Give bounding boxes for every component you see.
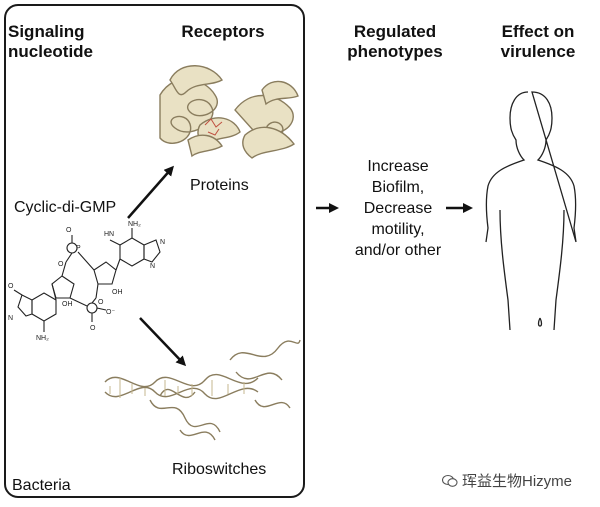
svg-text:P: P	[76, 245, 81, 252]
wechat-icon	[442, 474, 458, 487]
svg-text:O⁻: O⁻	[106, 309, 115, 316]
svg-text:N: N	[160, 239, 165, 246]
label-cyclic-di-gmp: Cyclic-di-GMP	[14, 199, 117, 216]
watermark-text: 珲益生物Hizyme	[462, 473, 573, 490]
svg-text:N: N	[8, 315, 13, 322]
cyclic-di-gmp-structure	[13, 228, 161, 332]
header-effect-on-virulence: Effect on virulence	[500, 22, 576, 61]
svg-text:OH: OH	[62, 301, 73, 308]
header-receptors: Receptors	[181, 22, 265, 41]
label-riboswitches: Riboswitches	[172, 461, 267, 478]
svg-text:HN: HN	[104, 231, 114, 238]
svg-text:NH₂: NH₂	[36, 335, 49, 342]
watermark: 珲益生物Hizyme	[442, 470, 572, 491]
svg-text:NH₂: NH₂	[128, 221, 141, 228]
svg-text:OH: OH	[112, 289, 123, 296]
svg-text:O: O	[66, 227, 72, 234]
bacteria-boundary	[4, 4, 305, 498]
label-bacteria: Bacteria	[12, 477, 71, 494]
header-regulated-phenotypes: Regulated phenotypes	[347, 22, 443, 61]
svg-text:O: O	[8, 283, 14, 290]
arrow-to-proteins	[127, 165, 174, 219]
human-silhouette	[485, 91, 577, 331]
svg-text:O: O	[98, 299, 104, 306]
phenotype-description: Increase Biofilm, Decrease motility, and…	[354, 158, 442, 259]
svg-text:O: O	[90, 325, 96, 332]
protein-structure	[159, 65, 299, 159]
label-proteins: Proteins	[190, 177, 249, 194]
arrow-to-riboswitches	[139, 317, 187, 367]
header-signaling-nucleotide: Signaling nucleotide	[8, 22, 94, 61]
riboswitch-structure	[104, 339, 301, 441]
svg-text:N: N	[150, 263, 155, 270]
svg-text:O: O	[58, 261, 64, 268]
